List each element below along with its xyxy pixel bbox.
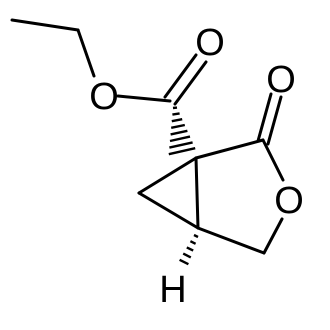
bond-alkoxy-oxygen-ester-carbon xyxy=(116,94,172,103)
bond-cyclopropane-fused xyxy=(194,156,200,230)
hashed-wedge-hydrogen xyxy=(179,233,199,266)
bond-ester-carbonyl-a xyxy=(163,53,198,99)
bond-ring-oxygen-methylene xyxy=(262,217,284,255)
atom-ester-carbonyl-oxygen: O xyxy=(195,22,225,64)
atom-stereo-hydrogen: H xyxy=(159,269,186,311)
bond-ring-carbon-lactone-carbon xyxy=(194,138,265,160)
bond-lactone-carbonyl-a xyxy=(256,92,273,143)
atom-lactone-carbonyl-oxygen: O xyxy=(266,59,296,101)
bond-methylene-alkoxy-oxygen xyxy=(76,28,96,78)
atom-ring-oxygen: O xyxy=(274,180,304,222)
bond-cyclopropane-bottom xyxy=(137,191,200,230)
bond-ester-carbonyl-b xyxy=(173,60,208,106)
bond-methylene-ring-carbon xyxy=(196,226,266,255)
bond-cyclopropane-top xyxy=(137,156,198,195)
atom-ester-alkoxy-oxygen: O xyxy=(89,76,119,118)
bond-lactone-carbonyl-b xyxy=(266,95,283,146)
bond-lactone-carbon-ring-oxygen xyxy=(261,138,285,182)
hashed-wedge-ester xyxy=(168,106,196,156)
bond-methyl-methylene xyxy=(10,18,80,32)
